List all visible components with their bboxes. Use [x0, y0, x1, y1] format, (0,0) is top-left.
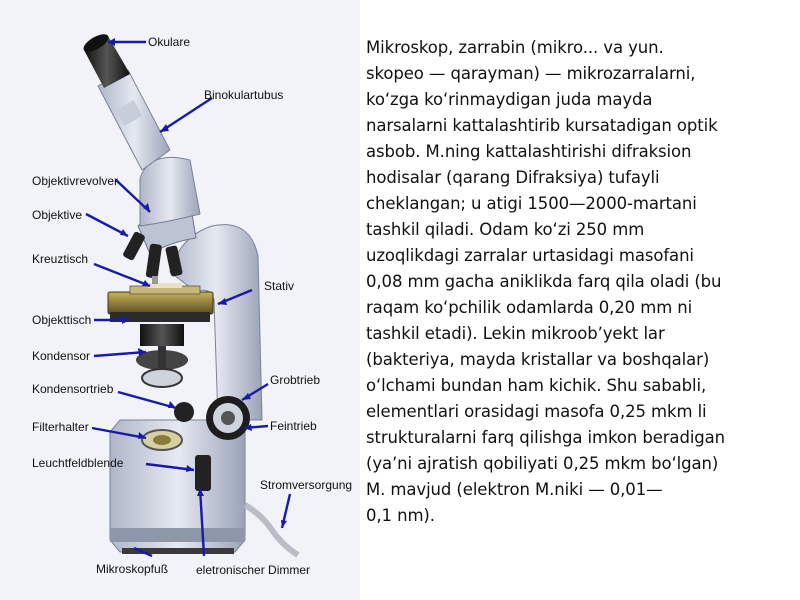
article-line: Mikroskop, zarrabin (mikro... va yun.	[366, 38, 664, 57]
label-objektive: Objektive	[32, 208, 82, 222]
label-grobtrieb: Grobtrieb	[270, 373, 320, 387]
microscope-diagram: Okulare Binokulartubus Objektivrevolver …	[0, 0, 360, 600]
article-line: oʻlchami bundan ham kichik. Shu sababli,	[366, 376, 707, 395]
article-line: skopeo — qarayman) — mikrozarralarni,	[366, 64, 696, 83]
article-line: strukturalarni farq qilishga imkon berad…	[366, 428, 726, 447]
label-objektivrevolver: Objektivrevolver	[32, 174, 118, 188]
article-line: 0,08 mm gacha aniklikda farq qila oladi …	[366, 272, 722, 291]
article-line: koʻzga koʻrinmaydigan juda mayda	[366, 90, 653, 109]
article-line: uzoqlikdagi zarralar urtasidagi masofani	[366, 246, 694, 265]
focus-knobs	[174, 396, 250, 440]
label-kondensor: Kondensor	[32, 349, 90, 363]
article-line: M. mavjud (elektron M.niki — 0,01—	[366, 480, 663, 499]
microscope-stage	[107, 283, 214, 322]
leader-lines	[85, 38, 292, 558]
article-line: (bakteriya, mayda kristallar va boshqala…	[366, 350, 710, 369]
article-line: (yaʼni ajratish qobiliyati 0,25 mkm boʻl…	[366, 454, 719, 473]
eyepiece	[83, 34, 130, 88]
label-okulare: Okulare	[148, 35, 190, 49]
label-dimmer: eletronischer Dimmer	[196, 563, 310, 577]
label-stromversorgung: Stromversorgung	[260, 478, 352, 492]
power-cord	[243, 502, 300, 558]
article-line: tashkil qiladi. Odam koʻzi 250 mm	[366, 220, 645, 239]
article-line: elementlari orasidagi masofa 0,25 mkm li	[366, 402, 707, 421]
article-line: asbob. M.ning kattalashtirishi difraksio…	[366, 142, 692, 161]
dimmer-knob	[195, 455, 211, 491]
label-kreuztisch: Kreuztisch	[32, 252, 88, 266]
article-line: raqam koʻpchilik odamlarda 0,20 mm ni	[366, 298, 693, 317]
microscope-head	[139, 156, 201, 227]
label-feintrieb: Feintrieb	[270, 419, 317, 433]
article-line: hodisalar (qarang Difraksiya) tufayli	[366, 168, 660, 187]
label-mikroskopfuss: Mikroskopfuß	[96, 562, 168, 576]
article-line: narsalarni kattalashtirib kursatadigan o…	[366, 116, 718, 135]
label-objekttisch: Objekttisch	[32, 313, 91, 327]
article-line: cheklangan; u atigi 1500—2000-martani	[366, 194, 697, 213]
label-kondensortrieb: Kondensortrieb	[32, 382, 114, 396]
microscope-illustration: Okulare Binokulartubus Objektivrevolver …	[32, 34, 352, 577]
article-line: 0,1 nm).	[366, 506, 435, 525]
label-leuchtfeldblende: Leuchtfeldblende	[32, 456, 124, 470]
label-binokulartubus: Binokulartubus	[204, 88, 283, 102]
label-filterhalter: Filterhalter	[32, 420, 89, 434]
label-stativ: Stativ	[264, 279, 294, 293]
microscope-arm	[169, 224, 263, 421]
microscope-foot	[109, 419, 246, 554]
article-line: tashkil etadi). Lekin mikroobʼyekt lar	[366, 324, 665, 343]
article-text: Mikroskop, zarrabin (mikro... va yun. sk…	[366, 35, 792, 529]
microscope-condenser	[136, 324, 188, 388]
